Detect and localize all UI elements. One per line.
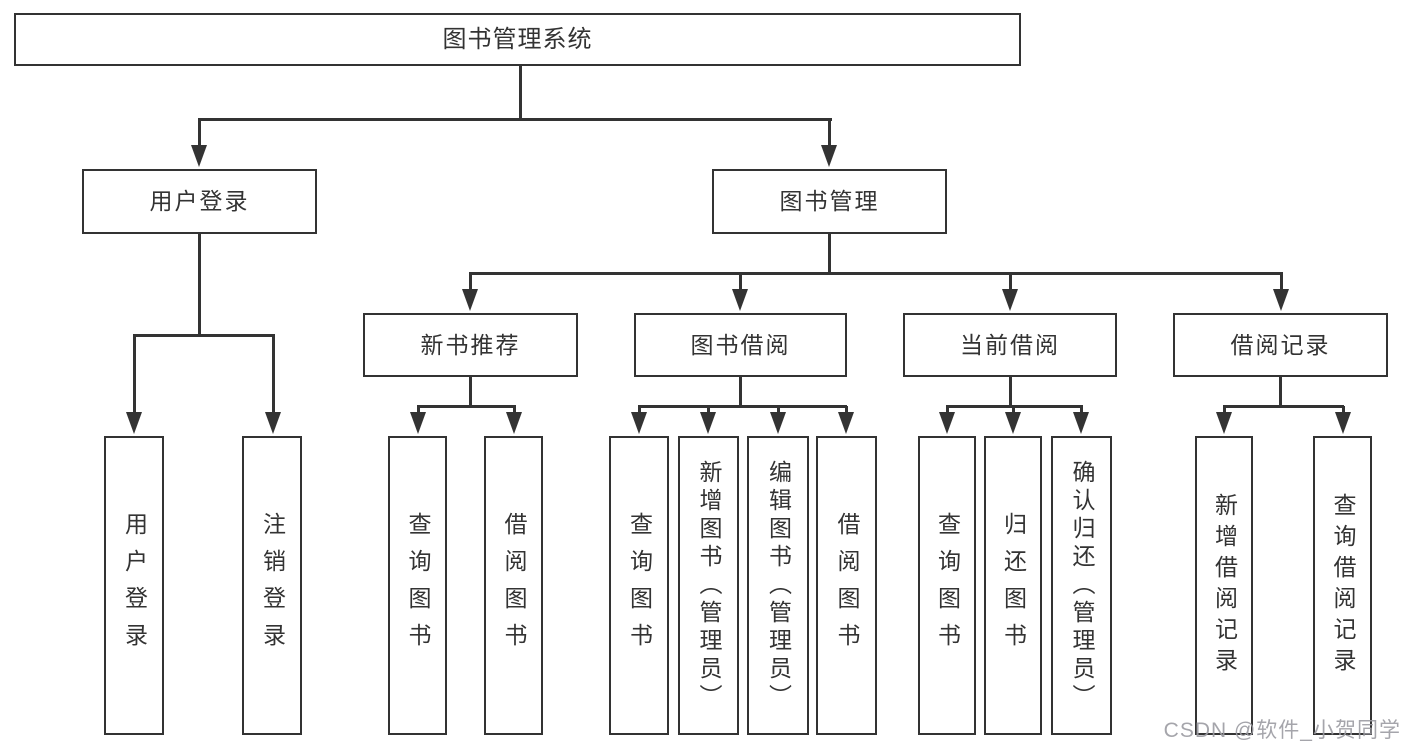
connector-line <box>469 272 1283 275</box>
connector-arrowhead <box>631 412 647 434</box>
connector-arrowhead <box>770 412 786 434</box>
node-borrowing-records: 借阅记录 <box>1173 313 1388 377</box>
connector-arrowhead <box>1273 289 1289 311</box>
connector-line <box>272 335 275 413</box>
node-current-borrowing: 当前借阅 <box>903 313 1117 377</box>
connector-line <box>133 335 136 413</box>
node-book-borrowing: 图书借阅 <box>634 313 847 377</box>
connector-line <box>739 273 742 290</box>
connector-arrowhead <box>410 412 426 434</box>
connector-arrowhead <box>939 412 955 434</box>
connector-line <box>828 234 831 274</box>
connector-arrowhead <box>1073 412 1089 434</box>
node-add-book-admin: 新增图书（管理员） <box>678 436 739 735</box>
connector-arrowhead <box>700 412 716 434</box>
node-user-login-module: 用户登录 <box>82 169 317 234</box>
connector-line <box>1223 405 1344 408</box>
connector-line <box>198 119 201 146</box>
node-book-management-module: 图书管理 <box>712 169 947 234</box>
node-borrow-book-action: 借阅图书 <box>816 436 877 735</box>
connector-line <box>1223 406 1226 413</box>
node-query-books-current: 查询图书 <box>918 436 976 735</box>
connector-arrowhead <box>191 145 207 167</box>
node-user-login-action: 用户登录 <box>104 436 164 735</box>
connector-line <box>519 64 522 120</box>
connector-line <box>469 273 472 290</box>
node-query-books-borrow: 查询图书 <box>609 436 669 735</box>
connector-arrowhead <box>1216 412 1232 434</box>
connector-arrowhead <box>126 412 142 434</box>
node-borrow-book-recommend: 借阅图书 <box>484 436 543 735</box>
connector-arrowhead <box>821 145 837 167</box>
connector-line <box>1280 273 1283 290</box>
connector-line <box>1080 406 1083 413</box>
connector-line <box>946 406 949 413</box>
connector-line <box>777 406 780 413</box>
node-new-book-recommendation: 新书推荐 <box>363 313 578 377</box>
connector-arrowhead <box>1335 412 1351 434</box>
connector-arrowhead <box>462 289 478 311</box>
node-logout-action: 注销登录 <box>242 436 302 735</box>
node-query-books-recommend: 查询图书 <box>388 436 447 735</box>
connector-line <box>469 377 472 406</box>
node-add-borrow-record: 新增借阅记录 <box>1195 436 1253 735</box>
connector-arrowhead <box>506 412 522 434</box>
connector-arrowhead <box>1002 289 1018 311</box>
connector-arrowhead <box>1005 412 1021 434</box>
connector-line <box>133 334 275 337</box>
connector-line <box>1009 273 1012 290</box>
connector-arrowhead <box>838 412 854 434</box>
connector-line <box>828 119 831 146</box>
connector-line <box>417 405 516 408</box>
connector-line <box>198 118 832 121</box>
connector-line <box>638 406 641 413</box>
node-library-management-system: 图书管理系统 <box>14 13 1021 66</box>
node-return-book: 归还图书 <box>984 436 1042 735</box>
node-edit-book-admin: 编辑图书（管理员） <box>747 436 809 735</box>
connector-line <box>845 406 848 413</box>
connector-line <box>707 406 710 413</box>
connector-line <box>198 234 201 336</box>
connector-arrowhead <box>265 412 281 434</box>
connector-line <box>417 406 420 413</box>
connector-line <box>638 405 847 408</box>
node-confirm-return-admin: 确认归还（管理员） <box>1051 436 1112 735</box>
connector-line <box>1342 406 1345 413</box>
connector-line <box>1009 377 1012 406</box>
connector-arrowhead <box>732 289 748 311</box>
connector-line <box>513 406 516 413</box>
node-query-borrow-record: 查询借阅记录 <box>1313 436 1372 735</box>
connector-line <box>1279 377 1282 406</box>
connector-line <box>1012 406 1015 413</box>
connector-line <box>739 377 742 406</box>
